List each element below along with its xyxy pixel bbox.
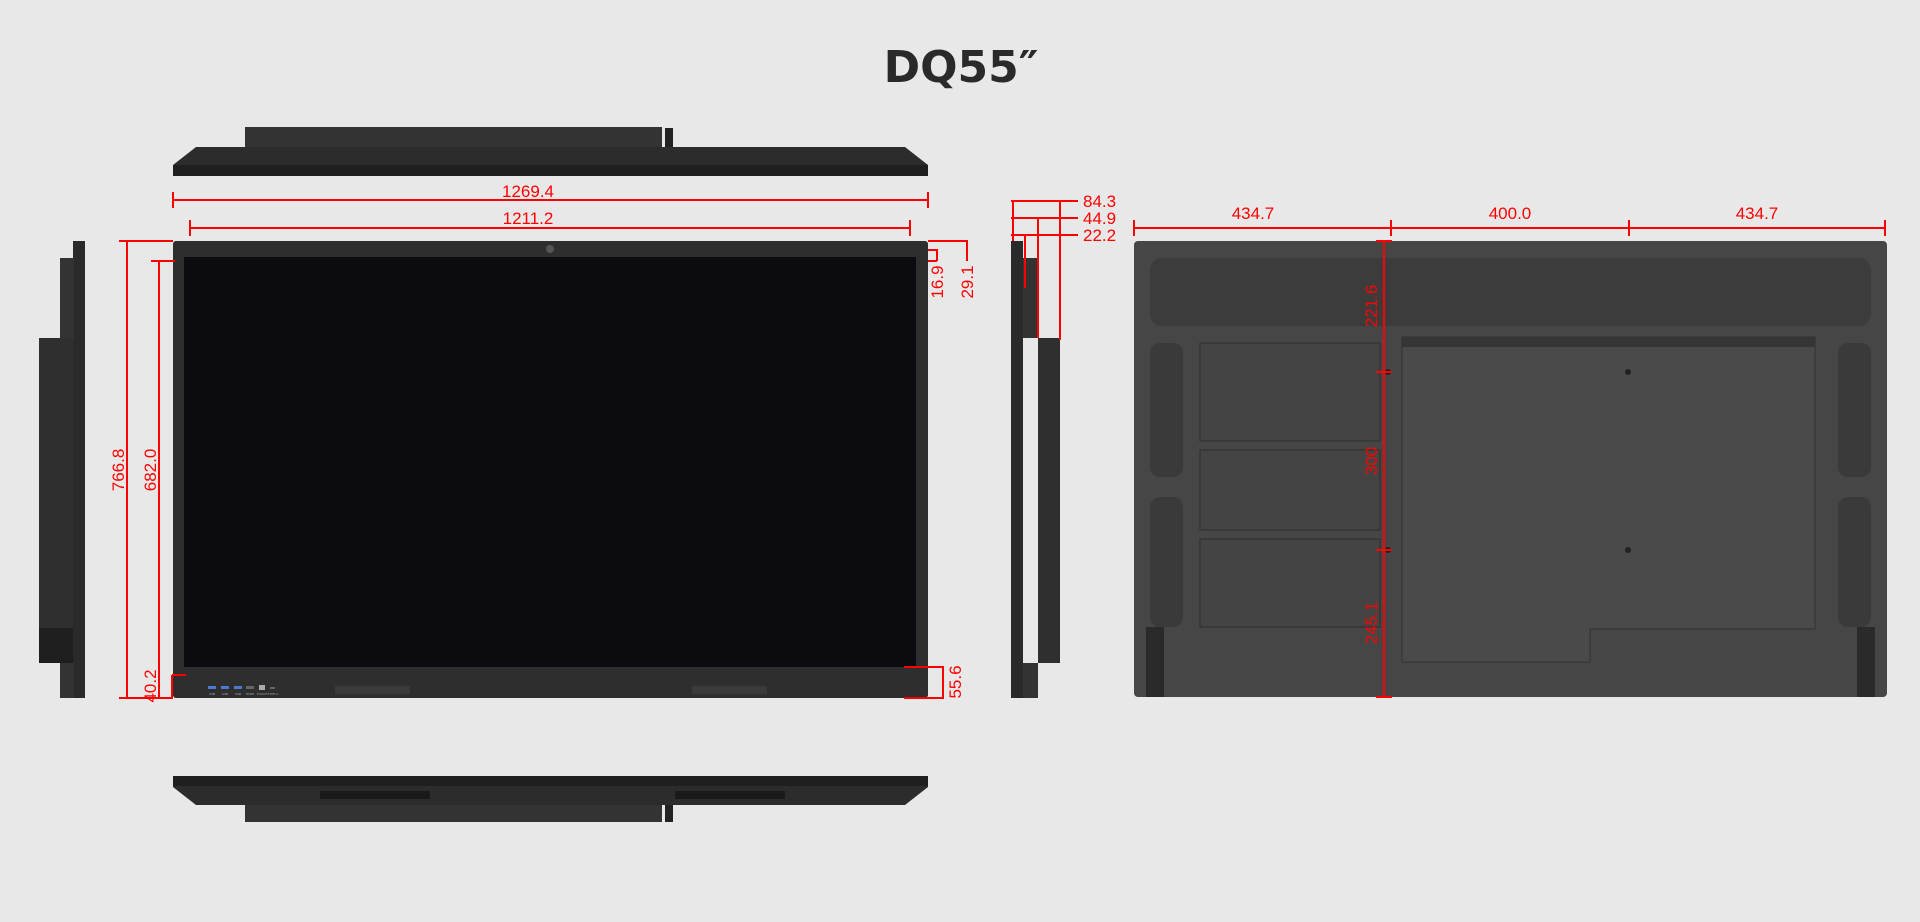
right-side-view bbox=[1011, 241, 1060, 698]
dim-bezel-bottom-left: 40.2 bbox=[141, 669, 160, 702]
dim-bezel-bottom-right: 55.6 bbox=[946, 665, 965, 698]
dim-back-bottom: 245.1 bbox=[1362, 602, 1381, 645]
back-view bbox=[1134, 241, 1887, 697]
dim-back-left: 434.7 bbox=[1232, 204, 1275, 223]
port-label: TOUCH bbox=[256, 692, 268, 696]
port-label: USB bbox=[209, 692, 215, 696]
front-ports: USB USB USB HDMI TOUCH TYPE-C bbox=[208, 685, 278, 696]
dim-width-screen: 1211.2 bbox=[503, 209, 554, 228]
dim-bezel-top-inner: 16.9 bbox=[928, 265, 947, 298]
dim-depth-min: 22.2 bbox=[1083, 226, 1116, 245]
dim-height-screen: 682.0 bbox=[141, 449, 160, 492]
dim-depth-mid: 44.9 bbox=[1083, 209, 1116, 228]
port-label: TYPE-C bbox=[267, 692, 279, 696]
dim-depth-max: 84.3 bbox=[1083, 192, 1116, 211]
dim-back-top: 221.6 bbox=[1362, 285, 1381, 328]
left-side-view bbox=[39, 241, 85, 698]
front-view: USB USB USB HDMI TOUCH TYPE-C bbox=[173, 241, 928, 698]
dim-height-overall: 766.8 bbox=[109, 449, 128, 492]
page-title: DQ55″ bbox=[884, 42, 1039, 93]
dim-back-right: 434.7 bbox=[1736, 204, 1779, 223]
dimension-lines bbox=[119, 192, 1886, 699]
port-label: USB bbox=[235, 692, 241, 696]
dim-back-vesa-h: 400.0 bbox=[1489, 204, 1532, 223]
dim-width-overall: 1269.4 bbox=[502, 182, 554, 201]
top-view bbox=[173, 127, 928, 176]
bottom-view bbox=[173, 776, 928, 822]
dim-bezel-top-outer: 29.1 bbox=[958, 265, 977, 298]
dim-back-vesa-v: 300 bbox=[1362, 447, 1381, 475]
port-label: USB bbox=[222, 692, 228, 696]
port-label: HDMI bbox=[246, 692, 254, 696]
